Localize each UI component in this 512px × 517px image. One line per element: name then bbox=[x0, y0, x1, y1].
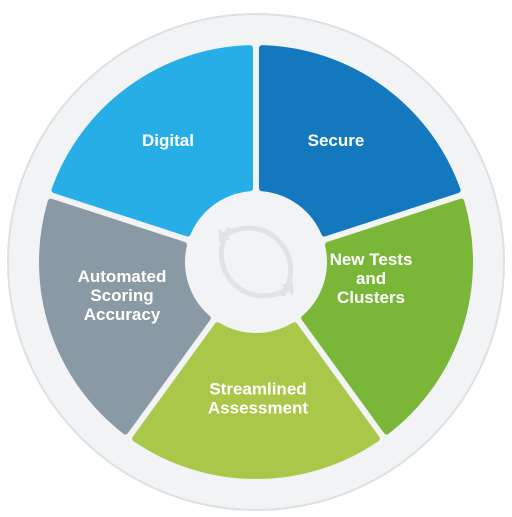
label-new-tests-line: Clusters bbox=[337, 288, 405, 307]
label-streamlined-line: Assessment bbox=[208, 399, 309, 418]
segment-notch-secure bbox=[456, 208, 467, 223]
label-automated-line: Automated bbox=[78, 267, 167, 286]
label-automated-line: Scoring bbox=[90, 286, 153, 305]
label-secure-line: Secure bbox=[308, 131, 365, 150]
label-streamlined-line: Streamlined bbox=[209, 380, 306, 399]
segment-new-tests bbox=[132, 322, 380, 479]
segment-digital bbox=[258, 45, 461, 237]
label-new-tests-line: New Tests bbox=[330, 250, 413, 269]
segment-streamlined bbox=[39, 198, 211, 435]
cycle-arrows-icon bbox=[218, 225, 294, 299]
label-digital: Digital bbox=[142, 131, 194, 150]
label-secure: Secure bbox=[308, 131, 365, 150]
center-disc bbox=[190, 196, 322, 328]
segment-automated bbox=[51, 45, 254, 237]
segment-notch-digital bbox=[266, 46, 282, 56]
segment-secure bbox=[301, 198, 473, 435]
segment-notch-automated bbox=[56, 174, 68, 188]
label-automated-line: Accuracy bbox=[84, 305, 161, 324]
segments-group bbox=[39, 45, 473, 479]
label-new-tests-line: and bbox=[356, 269, 386, 288]
segment-notch-streamlined bbox=[114, 414, 126, 427]
segment-notch-new-tests bbox=[356, 436, 370, 447]
label-digital-line: Digital bbox=[142, 131, 194, 150]
